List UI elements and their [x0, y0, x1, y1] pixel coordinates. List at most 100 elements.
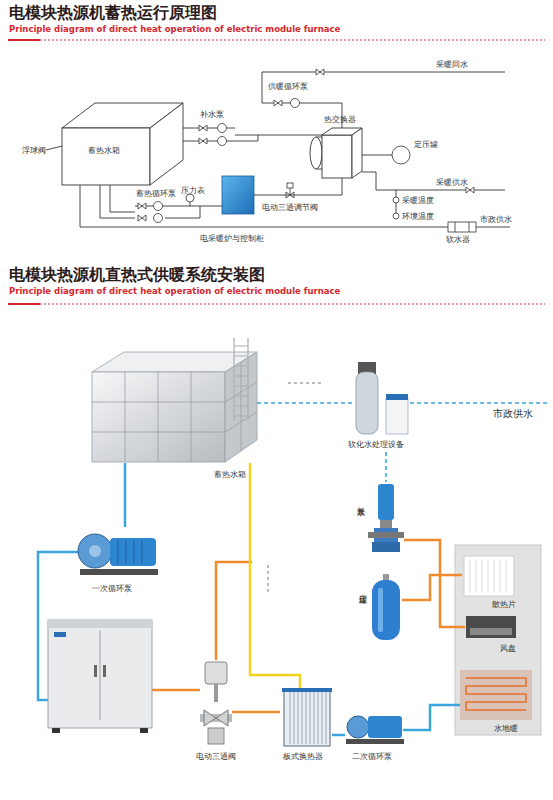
section-rule: [8, 303, 40, 305]
pump: 蓄热循环泵: [135, 200, 165, 224]
component-label: 补水泵: [200, 110, 224, 119]
pipe-label: 市政供水: [480, 215, 512, 224]
pipe-connector: [165, 206, 222, 207]
pump-picture: [380, 520, 392, 528]
component-label: 补水泵: [356, 500, 365, 503]
pipe-connector: [235, 135, 322, 136]
softener-unit: 软化水处理设备: [352, 362, 410, 452]
storage-tank: 蓄热水箱: [92, 345, 257, 463]
pump-symbol: [138, 215, 146, 221]
storage-tank-outline: [62, 128, 150, 185]
expansion-tank-picture: [378, 588, 383, 632]
section-heading: 电模块热源机直热式供暖系统安装图: [9, 266, 265, 284]
section-rule: [8, 304, 545, 305]
component-label: 二次循环泵: [352, 752, 392, 761]
pump-picture: [347, 716, 369, 738]
terminal-panel: [464, 556, 514, 596]
ladder: [234, 338, 248, 420]
pump-symbol: [199, 138, 207, 144]
diagram-title: 电模块热源机蓄热运行原理图: [9, 4, 217, 22]
pipe-line: [262, 72, 505, 103]
pump-picture: [378, 484, 394, 520]
pipe-line: [235, 135, 258, 141]
component-label: 一次循环泵: [92, 584, 132, 593]
pipe-connector: [404, 540, 465, 627]
pipe-label: 浮球阀: [22, 146, 46, 155]
heat-exchanger: 热交换器: [322, 128, 362, 178]
terminal-panel: [455, 545, 541, 735]
section-heading: Principle diagram of direct heat operati…: [9, 287, 340, 297]
three-way-valve: 电动三通阀: [200, 660, 232, 746]
component-label: 供暖循环泵: [268, 82, 308, 91]
pipe-label: 采暖供水: [436, 178, 468, 187]
component-label: 散热片: [492, 600, 516, 609]
pump-symbol: [218, 137, 227, 146]
radiator: 散热片: [462, 553, 518, 599]
gauge-symbol: [393, 213, 399, 219]
heat-exchanger-outline: [310, 137, 322, 169]
terminal-panel: [466, 678, 526, 710]
section-heading: Principle diagram of direct heat operati…: [9, 25, 340, 35]
terminal-panel: [466, 616, 516, 638]
dash-mark: [268, 383, 322, 592]
softener-unit-picture: [386, 394, 408, 400]
electric-furnace-cabinet: [94, 665, 97, 677]
pipe-label: 环境温度: [402, 212, 434, 221]
pipe-label: 市政供水: [493, 408, 533, 420]
pipe-connector: [403, 705, 460, 730]
pump-picture: [89, 545, 101, 557]
component-label: 电动三通阀: [196, 752, 236, 761]
pump-symbol: [138, 69, 474, 223]
component-label: 板式换热器: [283, 752, 323, 761]
pipe-connector: [362, 155, 392, 156]
pump-symbol: [291, 99, 300, 108]
pump-symbol: [274, 100, 282, 106]
heat-exchanger-outline: [322, 135, 352, 178]
pump-symbol: [154, 214, 163, 223]
pipe-connector: [250, 463, 300, 688]
plate-heat-exchanger: 板式换热器: [280, 688, 332, 746]
three-way-valve-picture: [214, 684, 218, 702]
terminal-panel: [455, 545, 541, 735]
pipe-line: [216, 562, 252, 660]
three-way-valve-picture: [205, 662, 227, 684]
pump-symbol: [154, 202, 163, 211]
component-label: 风盘: [500, 644, 516, 653]
pump-picture: [372, 542, 400, 552]
pipe-connector: [80, 185, 448, 227]
terminal-panel: [470, 560, 506, 592]
storage-tank-outline: [62, 103, 183, 185]
expansion-tank-picture: [372, 574, 400, 640]
dash-mark: [268, 383, 322, 592]
ladder: [234, 338, 248, 420]
component-label: 蓄热水箱: [214, 470, 246, 479]
pipe-line: [152, 689, 200, 692]
terminal-panel: [460, 670, 532, 720]
boiler-box: [222, 176, 254, 214]
softener-unit-picture: [356, 362, 408, 434]
pump-picture: [110, 538, 156, 566]
pipe-line: [183, 128, 195, 141]
component-label: 定压罐: [358, 588, 367, 591]
three-way-valve-picture: [200, 662, 232, 744]
pipe-label: 压力表: [181, 186, 205, 195]
pump-picture: [368, 532, 404, 538]
pump: 一次循环泵: [78, 527, 158, 575]
component-label: 热交换器: [324, 115, 356, 124]
storage-tank: 蓄热水箱: [62, 103, 183, 185]
pipe-connector: [385, 452, 387, 482]
pipe-line: [46, 72, 510, 227]
three-way-valve-symbol: [290, 188, 291, 195]
pipe-line: [476, 227, 510, 228]
pipe-connector: [402, 575, 462, 600]
pipe-connector: [110, 185, 135, 212]
pump-picture: [118, 540, 142, 564]
floor-heating: 水地暖: [460, 668, 532, 720]
storage-tank-picture: [92, 372, 225, 462]
gauge-symbol: [186, 194, 194, 202]
pipe-connector: [232, 711, 280, 714]
pump-symbol: [466, 187, 474, 193]
pump-picture: [346, 739, 404, 744]
heat-exchanger-outline: [352, 128, 362, 178]
